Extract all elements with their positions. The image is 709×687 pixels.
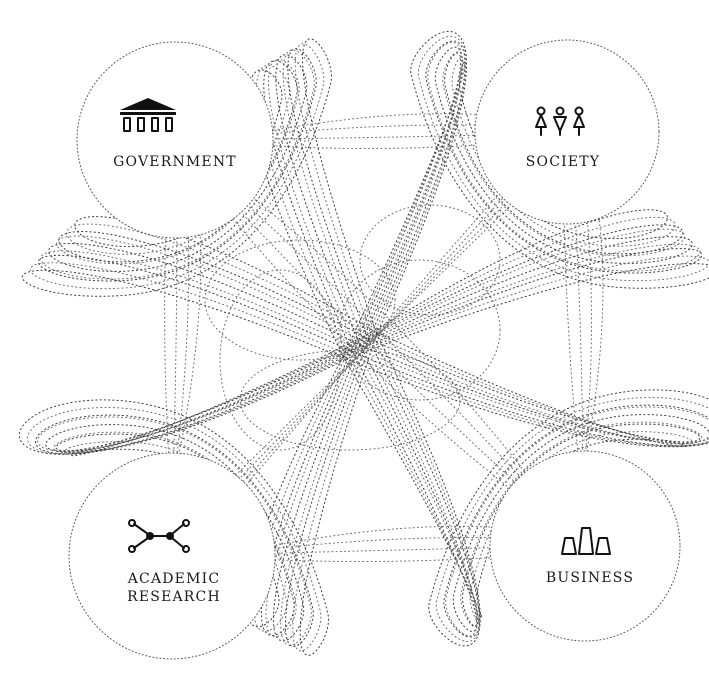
hub-society <box>474 39 660 225</box>
hub-academic-research <box>68 452 276 660</box>
flow-loop <box>18 333 378 656</box>
hub-business-circle <box>489 450 681 642</box>
flow-loop <box>40 49 365 349</box>
flow-loop <box>55 337 368 636</box>
flow-swirl <box>239 349 461 451</box>
flow-loop <box>355 341 703 628</box>
flow-swirl <box>219 269 341 451</box>
flow-loop <box>352 338 709 638</box>
flow-loop <box>345 30 709 360</box>
flow-swirl <box>204 239 396 361</box>
society-label: SOCIETY <box>526 154 601 170</box>
flow-swirl <box>359 204 501 316</box>
flow-loop <box>352 40 703 353</box>
flow-loop <box>356 341 709 637</box>
hub-academic-circle <box>68 452 276 660</box>
flow-loop <box>351 337 701 627</box>
hub-society-circle <box>474 39 660 225</box>
flow-loop <box>356 41 701 349</box>
flow-loop <box>351 52 684 352</box>
government-label: GOVERNMENT <box>113 154 237 170</box>
network-molecule-icon <box>128 519 190 553</box>
flow-loop <box>35 338 369 647</box>
hub-government-circle <box>76 41 274 239</box>
flow-loop <box>349 336 709 642</box>
buildings-icon <box>561 527 611 555</box>
hub-government <box>76 41 274 239</box>
flow-loop <box>21 38 378 360</box>
academic-label-line2: RESEARCH <box>127 589 221 605</box>
flow-loop <box>29 43 374 356</box>
flow-loop <box>37 341 365 646</box>
flow-swirl <box>339 259 501 401</box>
flow-connector <box>160 138 579 550</box>
flow-loop <box>48 54 361 346</box>
academic-label-line1: ACADEMIC <box>127 571 221 587</box>
business-label: BUSINESS <box>546 570 634 586</box>
people-icon <box>535 106 585 136</box>
hub-business <box>489 450 681 642</box>
government-building-icon <box>120 98 176 132</box>
flow-loop <box>345 333 709 647</box>
flow-connector <box>165 549 592 563</box>
